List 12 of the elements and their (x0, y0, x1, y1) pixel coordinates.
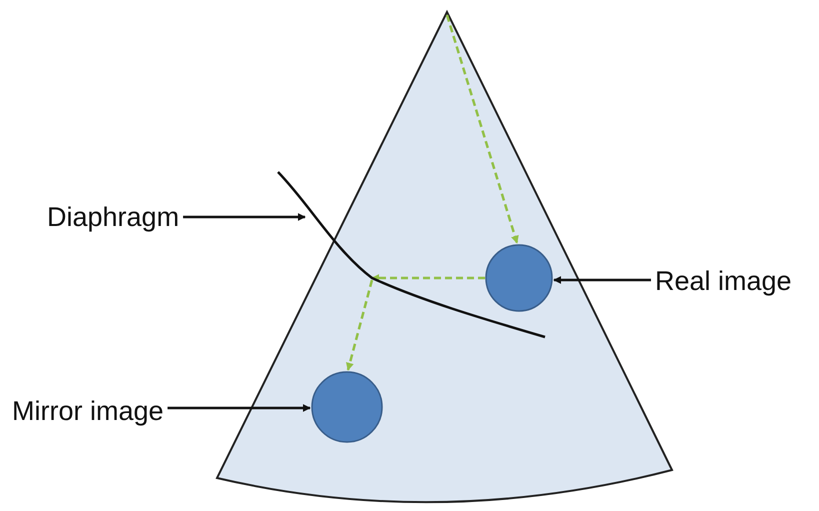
label-text: Mirror image (12, 398, 164, 424)
leader-arrow (553, 276, 651, 284)
echo-path-arrow (446, 14, 519, 244)
echo-path-arrow (346, 280, 374, 371)
echo-circle (311, 371, 383, 443)
leader-arrow (168, 404, 311, 412)
echo-circle (485, 244, 553, 312)
label-text: Diaphragm (47, 204, 180, 230)
echo-path-arrow (371, 274, 485, 282)
label-text: Real image (655, 268, 792, 294)
leader-arrow (183, 213, 306, 221)
diaphragm-line (277, 171, 546, 338)
